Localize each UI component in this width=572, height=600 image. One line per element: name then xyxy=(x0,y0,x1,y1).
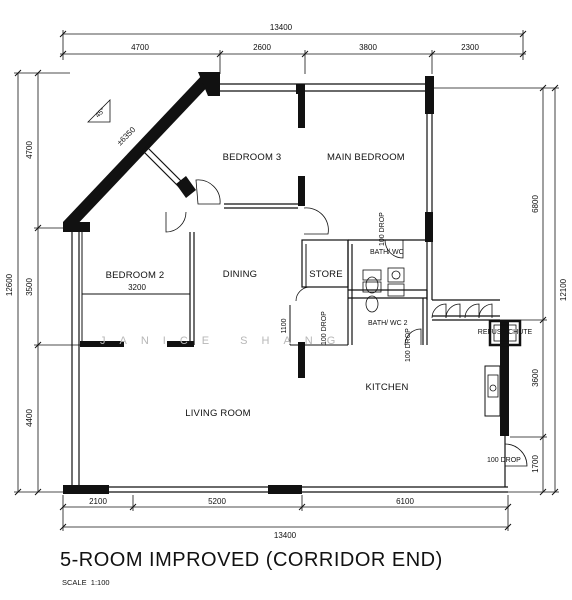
dim-bottom-seg-3: 6100 xyxy=(396,497,414,506)
plan-title: 5-ROOM IMPROVED (CORRIDOR END) xyxy=(60,549,443,571)
fixtures xyxy=(86,99,522,398)
label-bedroom-2: BEDROOM 2 xyxy=(106,270,165,281)
dim-left-seg-3: 4400 xyxy=(25,409,34,427)
label-living-room: LIVING ROOM xyxy=(185,408,251,419)
dim-top-seg-2: 2600 xyxy=(253,43,271,52)
dim-bottom-seg-1: 2100 xyxy=(89,497,107,506)
dim-left-seg-1: 4700 xyxy=(25,141,34,159)
bottom-dimension-lines xyxy=(59,495,512,531)
dim-left-seg-2: 3500 xyxy=(25,278,34,296)
dim-top-seg-4: 2300 xyxy=(461,43,479,52)
drop-note-bath2: 100 DROP xyxy=(405,328,412,362)
dim-diagonal: ±6350 xyxy=(115,125,137,147)
label-bath-1: BATH/ WC xyxy=(370,249,404,256)
label-main-bedroom: MAIN BEDROOM xyxy=(327,152,405,163)
top-dimension-lines xyxy=(59,30,527,74)
outer-walls xyxy=(63,72,509,494)
dim-bedroom2-width: 3200 xyxy=(128,283,146,292)
dim-top-seg-1: 4700 xyxy=(131,43,149,52)
dim-top-total: 13400 xyxy=(270,23,293,32)
dim-right-outer: 12100 xyxy=(559,278,568,301)
dim-right-inner: 6800 xyxy=(531,195,540,213)
right-dimension-lines xyxy=(432,84,559,496)
dim-bottom-seg-2: 5200 xyxy=(208,497,226,506)
label-bedroom-3: BEDROOM 3 xyxy=(223,152,282,163)
drop-note-store: 100 DROP xyxy=(321,311,328,345)
scale-value: 1:100 xyxy=(90,578,110,587)
drop-note-service: 100 DROP xyxy=(487,457,521,464)
label-refuse-chute: REFUSE CHUTE xyxy=(478,329,533,336)
label-kitchen: KITCHEN xyxy=(365,382,408,393)
label-store: STORE xyxy=(309,269,343,280)
scale-label: SCALE xyxy=(62,578,87,587)
left-dimension-lines xyxy=(14,69,90,496)
dim-top-seg-3: 3800 xyxy=(359,43,377,52)
watermark: JANICE SHANG xyxy=(100,335,349,347)
dim-left-total: 12600 xyxy=(5,273,14,296)
label-dining: DINING xyxy=(223,269,257,280)
dim-store: 1100 xyxy=(281,318,288,333)
drop-note-bath1: 100 DROP xyxy=(379,212,386,246)
dim-right-lower-1: 3600 xyxy=(531,369,540,387)
angle-label: 45° xyxy=(94,106,107,119)
label-bath-2: BATH/ WC 2 xyxy=(368,320,408,327)
dim-bottom-total: 13400 xyxy=(274,531,297,540)
dim-right-lower-2: 1700 xyxy=(531,455,540,473)
doors xyxy=(165,179,528,467)
plan-scale: SCALE 1:100 xyxy=(62,578,110,587)
